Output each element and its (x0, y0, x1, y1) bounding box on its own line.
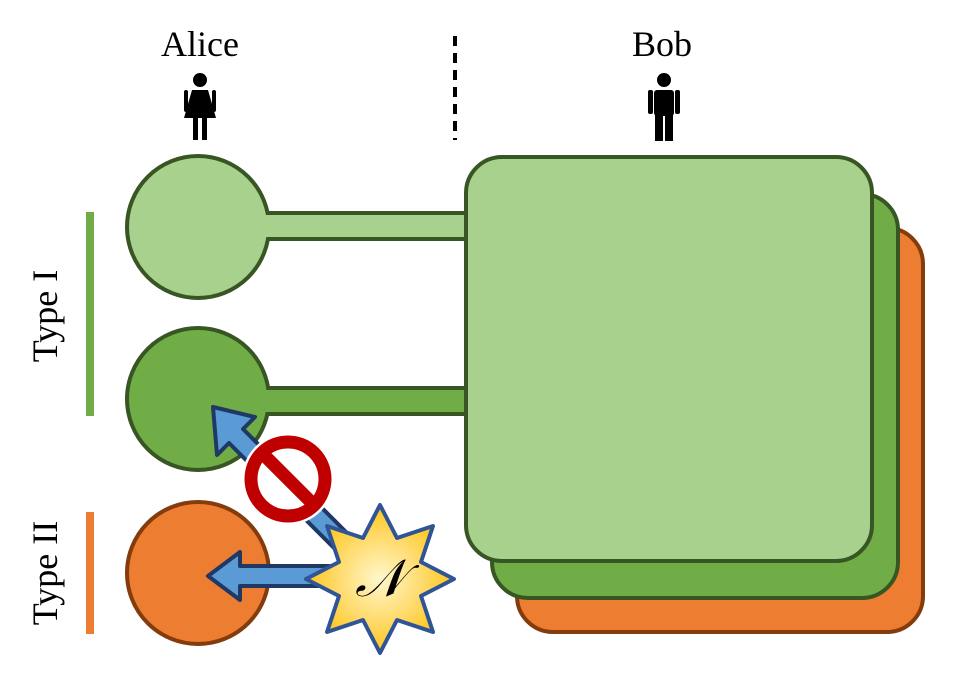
type-one-bar (86, 212, 94, 416)
bob-box-light-green (464, 155, 874, 563)
prohibited-icon (242, 433, 334, 525)
connector-top (256, 211, 476, 241)
female-person-icon (184, 73, 216, 140)
noise-star-icon (304, 503, 456, 655)
type-two-bar (86, 512, 94, 634)
male-person-icon (648, 73, 680, 141)
alice-label: Alice (161, 24, 239, 64)
alice-node-light-green (125, 154, 271, 300)
type-two-label: Type II (25, 521, 65, 625)
bob-label: Bob (632, 24, 692, 64)
type-one-label: Type I (25, 270, 65, 362)
connector-middle (256, 386, 476, 416)
